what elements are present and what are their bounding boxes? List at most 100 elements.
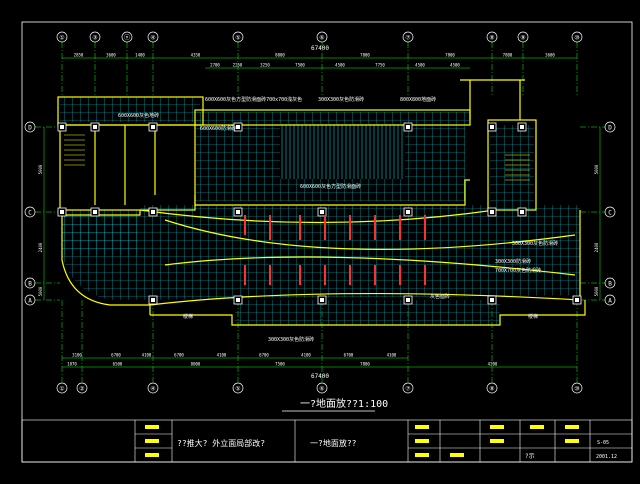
axis-bubble-bottom-circle bbox=[56, 382, 68, 394]
axis-bubble-top: ⑩ bbox=[574, 35, 579, 42]
column-core bbox=[406, 210, 410, 214]
note-right-room: 楼梯 bbox=[528, 313, 538, 320]
axis-bubble-left: B bbox=[28, 281, 32, 288]
dim-top-row1: 1400 bbox=[135, 53, 145, 58]
drawing-title: 一?地面放??1:100 bbox=[300, 397, 388, 410]
axis-bubble-bottom-circle bbox=[486, 382, 498, 394]
dim-top-row2: 7750 bbox=[375, 63, 385, 68]
title-project: ??推大? 外立面局部改? bbox=[177, 438, 265, 448]
dim-bottom-row2: 7800 bbox=[360, 362, 370, 367]
dim-bottom-row1: 6700 bbox=[174, 353, 184, 358]
title-drawing-name: 一?地面放?? bbox=[310, 438, 357, 448]
axis-bubble-right: C bbox=[608, 210, 612, 217]
title-date: 2001.12 bbox=[596, 454, 617, 460]
structural-marks bbox=[244, 215, 426, 285]
axis-bubble-top: ⑦ bbox=[405, 35, 410, 42]
axis-bubble-bottom: ⑥ bbox=[319, 386, 324, 393]
dim-left: 5000 bbox=[38, 164, 43, 174]
axis-bubble-top: ③ bbox=[92, 35, 97, 42]
axis-bubble-right-circle bbox=[604, 206, 616, 218]
tile-region-lower-strip bbox=[235, 300, 500, 326]
axis-bubble-top: ① bbox=[59, 35, 64, 42]
note-left-room: 楼梯 bbox=[183, 313, 193, 320]
dim-top-row2: 2250 bbox=[233, 63, 243, 68]
column-core bbox=[151, 125, 155, 129]
dim-bottom-row1: 3100 bbox=[72, 353, 82, 358]
walls bbox=[57, 79, 586, 326]
dim-left: 2400 bbox=[38, 242, 43, 252]
note-top-label-3: 800X800地面砖 bbox=[400, 96, 436, 103]
dim-top-row1: 4350 bbox=[191, 53, 201, 58]
note-lower-label: 灰色面砖 bbox=[430, 293, 450, 300]
axis-bubble-bottom-circle bbox=[76, 382, 88, 394]
tile-region-left-room bbox=[60, 97, 200, 122]
note-room-label-2: 600X600防滑砖 bbox=[200, 125, 236, 132]
axis-bubble-left: D bbox=[28, 125, 32, 132]
note-right-label-3: 700X700灰色防滑砖 bbox=[495, 267, 541, 274]
tile-region-right-upper bbox=[405, 124, 465, 179]
column-core bbox=[236, 125, 240, 129]
axis-bubble-left-circle bbox=[24, 294, 36, 306]
columns bbox=[57, 122, 582, 305]
axis-bubble-top: ⓝ bbox=[124, 34, 130, 42]
title-code: S-05 bbox=[597, 440, 609, 446]
overall-dim-top: 67400 bbox=[311, 45, 329, 52]
dim-top-row2: 2700 bbox=[210, 63, 220, 68]
dim-bottom-row2: 4200 bbox=[488, 362, 498, 367]
dim-top-row1: 7800 bbox=[360, 53, 370, 58]
axis-bubble-right: D bbox=[608, 125, 612, 132]
tile-region-left-bay bbox=[62, 210, 137, 255]
stairs-left bbox=[64, 134, 85, 166]
column-core bbox=[93, 210, 97, 214]
axis-bubble-bottom: ⑤ bbox=[235, 386, 240, 393]
axis-bubble-bottom: ④ bbox=[150, 386, 155, 393]
axis-bubble-top-circle bbox=[56, 31, 68, 43]
note-top-label-2: 300X300灰色防滑砖 bbox=[318, 96, 364, 103]
axis-bubble-top-circle bbox=[517, 31, 529, 43]
axis-bubble-left-circle bbox=[24, 277, 36, 289]
axis-bubble-bottom: ① bbox=[59, 386, 64, 393]
column-core bbox=[236, 210, 240, 214]
note-right-label-2: 300X300防滑砖 bbox=[495, 258, 531, 265]
axis-bubble-left: C bbox=[28, 210, 32, 217]
column-core bbox=[60, 210, 64, 214]
tile-region-main-hall bbox=[62, 205, 580, 300]
dim-top-row2: 4500 bbox=[450, 63, 460, 68]
dim-bottom-row1: 4100 bbox=[217, 353, 227, 358]
annotations: 600X600灰色方型防滑面砖700x700浅灰色 300X300灰色防滑砖 8… bbox=[118, 96, 558, 343]
axis-bubble-top: ⑥ bbox=[319, 35, 324, 42]
axis-bubble-right: B bbox=[608, 281, 612, 288]
axis-bubble-top-circle bbox=[121, 31, 133, 43]
title-scale-label: ?示 bbox=[525, 453, 535, 460]
dim-bottom-row2: 8000 bbox=[191, 362, 201, 367]
dim-bottom-row1: 6700 bbox=[259, 353, 269, 358]
dim-right: 2400 bbox=[594, 242, 599, 252]
column-core bbox=[320, 210, 324, 214]
dim-top-row2: 4500 bbox=[335, 63, 345, 68]
dim-top-row2: 7500 bbox=[295, 63, 305, 68]
dim-top-row1: 3600 bbox=[545, 53, 555, 58]
column-core bbox=[151, 210, 155, 214]
dim-right: 5000 bbox=[594, 164, 599, 174]
axis-bubble-bottom-circle bbox=[316, 382, 328, 394]
note-mid-label: 600X600灰色方型防滑面砖 bbox=[300, 183, 361, 190]
note-right-label-1: 300X300灰色防滑砖 bbox=[512, 240, 558, 247]
dim-top-row2: 4500 bbox=[415, 63, 425, 68]
column-core bbox=[151, 298, 155, 302]
column-core bbox=[93, 125, 97, 129]
axis-bubble-bottom-circle bbox=[402, 382, 414, 394]
dim-bottom-row1: 4100 bbox=[387, 353, 397, 358]
axis-bubble-left-circle bbox=[24, 121, 36, 133]
dim-left: 5000 bbox=[38, 286, 43, 296]
axis-bubble-top-circle bbox=[232, 31, 244, 43]
axis-bubble-top-circle bbox=[486, 31, 498, 43]
axis-bubble-top: ⑧ bbox=[489, 35, 494, 42]
title-block bbox=[21, 419, 633, 463]
axis-bubble-left: A bbox=[28, 298, 32, 305]
dim-bottom-row1: 6700 bbox=[344, 353, 354, 358]
dim-bottom-row1: 6700 bbox=[111, 353, 121, 358]
axis-bubble-bottom: ⑩ bbox=[574, 386, 579, 393]
column-core bbox=[490, 210, 494, 214]
